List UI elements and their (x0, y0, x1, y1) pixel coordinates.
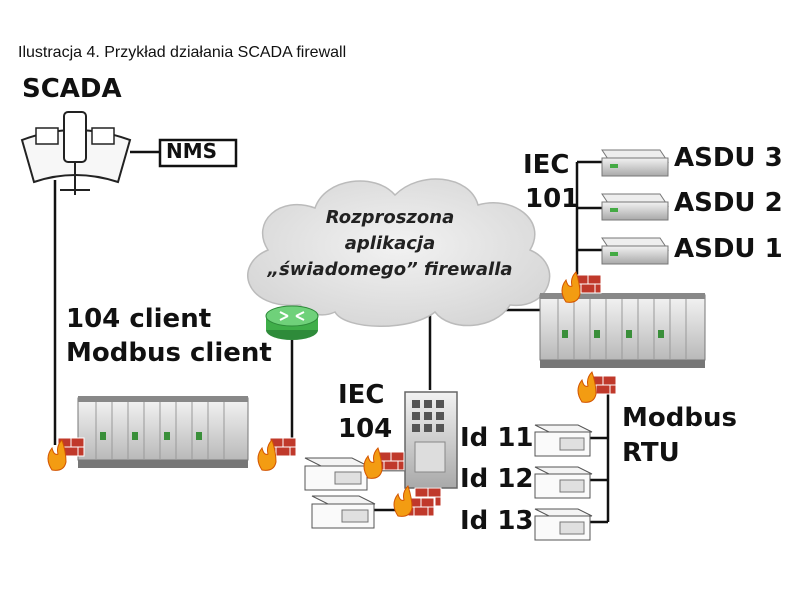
device-id12-icon (534, 466, 593, 499)
left-rack-icon (77, 396, 249, 468)
client-label-line1: 104 client (66, 304, 212, 334)
router-icon (265, 305, 319, 340)
asdu1-label: ASDU 1 (674, 234, 783, 264)
iec101-label-line1: IEC (523, 150, 570, 180)
firewall-icon-modbus (577, 371, 617, 403)
field-device-lower-icon (311, 495, 376, 529)
field-device-upper-icon (304, 457, 369, 491)
scada-label: SCADA (22, 74, 122, 104)
iec104-label-line2: 104 (338, 414, 393, 444)
cloud-label-line2: aplikacja (344, 233, 436, 254)
device-id13-icon (534, 508, 593, 541)
id12-label: Id 12 (460, 464, 534, 494)
device-id11-icon (534, 424, 593, 457)
asdu-3-server-icon (601, 149, 669, 177)
right-rack-icon (539, 293, 706, 368)
id13-label: Id 13 (460, 506, 534, 536)
nms-label: NMS (166, 139, 218, 163)
asdu-1-server-icon (601, 237, 669, 265)
firewall-icon-left-rack (47, 437, 85, 471)
connection-lines (53, 150, 610, 524)
id11-label: Id 11 (460, 423, 534, 453)
cloud-shape (247, 178, 551, 327)
cloud-label-line1: Rozproszona (325, 207, 455, 228)
iec104-label-line1: IEC (338, 380, 385, 410)
figure-caption: Ilustracja 4. Przykład działania SCADA f… (18, 44, 347, 61)
scada-console-icon (20, 111, 132, 195)
ethernet-switch-icon (404, 391, 458, 489)
firewall-icon-switch-lower (393, 485, 435, 517)
client-label-line2: Modbus client (66, 338, 272, 368)
firewall-icon-router (257, 437, 297, 471)
firewall-icon-right-rack (561, 271, 602, 303)
asdu2-label: ASDU 2 (674, 188, 783, 218)
nms-box (158, 138, 238, 168)
modbus-rtu-label-line2: RTU (622, 438, 680, 468)
modbus-rtu-label-line1: Modbus (622, 403, 737, 433)
firewall-icon-switch-upper (363, 447, 405, 479)
cloud-label-line3: „świadomego” firewalla (267, 259, 513, 280)
asdu-2-server-icon (601, 193, 669, 221)
asdu3-label: ASDU 3 (674, 143, 783, 173)
iec101-label-line2: 101 (525, 184, 580, 214)
